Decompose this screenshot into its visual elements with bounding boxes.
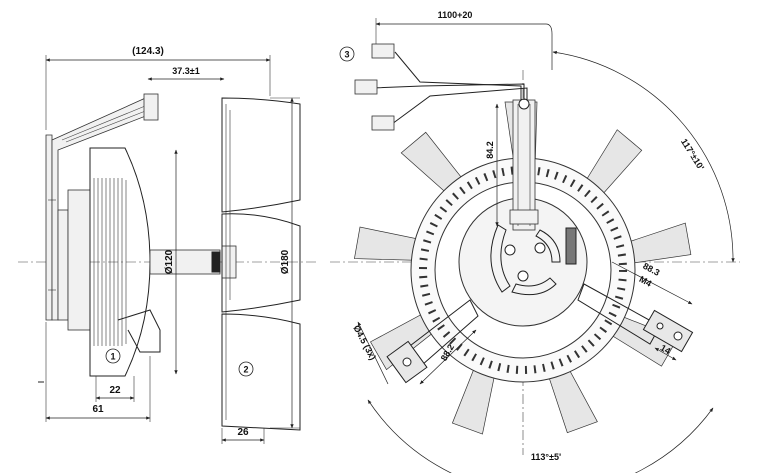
dim-angle-bottom: 113°±5' [531,452,561,462]
callout-connector: 3 [339,46,355,62]
dim-thread: M4 [638,274,654,289]
dim-impeller-diameter: Ø180 [280,249,291,274]
dim-motor-diameter: Ø120 [164,249,175,274]
cable-harness [354,43,528,131]
side-view: (124.3) 37.3±1 Ø120 Ø180 61 22 26 [18,46,318,444]
front-view: 1100+20 84.2 117°±10' 113°±5' 88.3 M4 14… [330,10,740,473]
dim-offset: 37.3±1 [172,66,199,76]
mounting-arm-right [577,283,694,353]
callout-motor: 1 [105,348,121,364]
svg-text:3: 3 [344,50,349,60]
dim-angle-top: 117°±10' [679,137,706,172]
terminal-block [565,227,577,265]
dim-impeller-height: 26 [237,427,249,438]
impeller-side [221,97,301,431]
mounting-bracket [45,93,159,321]
impeller-slots [419,166,627,374]
callout-impeller: 2 [238,361,254,377]
side-dimensions: (124.3) 37.3±1 Ø120 Ø180 61 22 26 [45,46,300,444]
motor-body [57,147,237,377]
svg-text:2: 2 [243,365,248,375]
dim-base-width: 61 [92,404,104,415]
cable-stem [509,98,539,231]
dim-mount-width: 22 [109,385,121,396]
dim-connector-height: 84.2 [485,141,495,159]
dim-overall-length: (124.3) [132,46,164,57]
dim-right-slot: 14 [659,343,673,357]
dim-cable-length: 1100+20 [438,10,473,20]
svg-text:1: 1 [110,352,115,362]
